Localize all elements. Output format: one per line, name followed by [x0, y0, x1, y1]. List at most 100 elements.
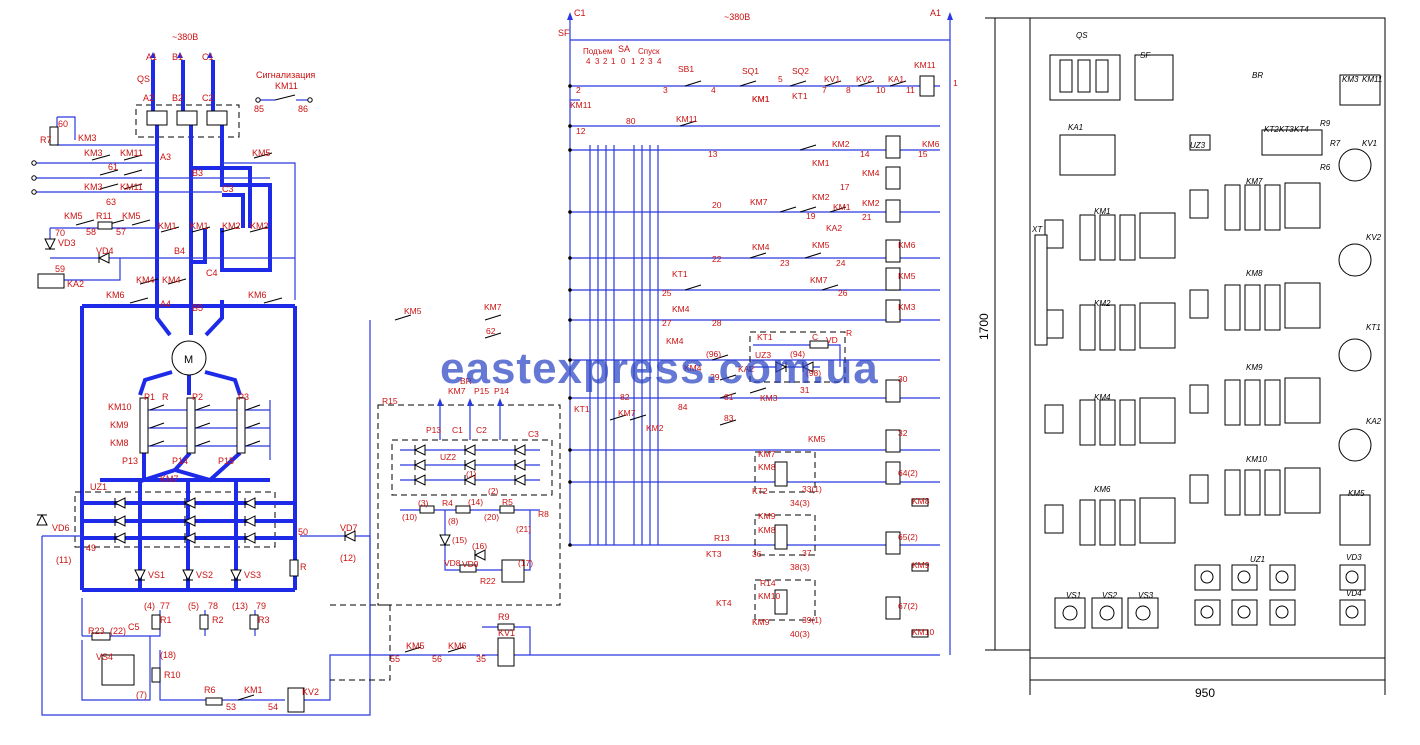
left-label: 57 [116, 227, 126, 237]
panel-label: KV2 [1366, 233, 1382, 242]
panel-label: SF [1140, 51, 1151, 60]
middle-label: (8) [448, 516, 459, 526]
middle-label: (2) [488, 486, 499, 496]
left-label: KM2 [222, 221, 241, 231]
contact-symbol [889, 80, 907, 87]
middle-label: KM1 [752, 94, 770, 104]
middle-label: KT2 [752, 486, 768, 496]
middle-label: KM5 [808, 434, 826, 444]
diode-symbol [44, 238, 56, 251]
terminal [31, 175, 37, 181]
thyristor-vs4 [501, 559, 525, 583]
contactor-pole [1244, 284, 1261, 331]
timer-coil [774, 524, 788, 550]
contactor-arc [1284, 282, 1321, 329]
middle-label: R [846, 328, 852, 338]
middle-label: KM7 [448, 386, 466, 396]
terminal-block-xt [1034, 234, 1048, 346]
middle-label: KM7 [618, 408, 636, 418]
resistor-r11 [97, 221, 113, 230]
left-label: P3 [238, 392, 249, 402]
middle-label: KM8 [912, 496, 930, 506]
diode-stud [1345, 605, 1359, 619]
panel-label: KT3 [1279, 125, 1294, 134]
middle-label: UZ2 [440, 452, 456, 462]
left-label: KM1 [158, 221, 177, 231]
panel-label: KT1 [1366, 323, 1381, 332]
signal-node: 86 [298, 104, 308, 114]
left-label: A3 [160, 152, 171, 162]
left-label: (5) [188, 601, 199, 611]
middle-label: 36 [752, 549, 762, 559]
dashed-boundary [754, 514, 816, 556]
middle-label: KM5 [812, 240, 830, 250]
panel-label: KM1 [1094, 207, 1110, 216]
resistor-stack [236, 397, 246, 454]
contact-symbol [749, 387, 767, 394]
left-label: KM5 [64, 211, 83, 221]
middle-label: 1 [953, 78, 958, 88]
contactor-pole [1224, 469, 1241, 516]
middle-label: 19 [806, 211, 816, 221]
terminal [255, 97, 261, 103]
middle-label: KT4 [716, 598, 732, 608]
middle-label: 11 [906, 85, 915, 95]
signal-contact-label: KM11 [275, 81, 298, 91]
dashed-boundary [754, 451, 816, 493]
left-label: 35 [476, 654, 486, 664]
switch-label: QS [137, 74, 150, 84]
middle-label: 23 [780, 258, 790, 268]
left-label: VS2 [196, 570, 213, 580]
phase-arrow [567, 12, 573, 20]
thyristor-stud [1135, 605, 1151, 621]
motor-label: M [184, 354, 193, 366]
left-label: KM6 [248, 290, 267, 300]
junction-dot [568, 84, 572, 88]
contactor-arc [1139, 212, 1176, 259]
middle-label: 64(2) [898, 468, 918, 478]
panel-label: KM9 [1246, 363, 1263, 372]
diode-stud [1345, 570, 1359, 584]
left-label: KM10 [108, 402, 132, 412]
contactor-pole [1224, 284, 1241, 331]
contact-symbol [91, 154, 111, 161]
left-label: B5 [192, 303, 203, 313]
middle-label: KA2 [738, 364, 754, 374]
control-wire [56, 117, 157, 146]
left-label: R9 [498, 612, 510, 622]
contact-symbol [274, 94, 296, 101]
middle-label: 4 [711, 85, 716, 95]
left-label: P14 [172, 456, 188, 466]
control-wire [81, 636, 151, 701]
power-bus [173, 451, 192, 472]
middle-label: KM11 [676, 114, 698, 124]
middle-label: (17) [518, 558, 533, 568]
middle-label: KM9 [912, 560, 930, 570]
dashed-boundary [391, 439, 553, 496]
diode-symbol [513, 474, 526, 486]
middle-label: 80 [626, 116, 636, 126]
middle-label: R8 [538, 509, 549, 519]
middle-label: KM7 [758, 449, 776, 459]
middle-label: 26 [838, 288, 848, 298]
left-label: VS4 [96, 652, 113, 662]
contactor-arc [1139, 302, 1176, 349]
middle-label: C1 [452, 425, 463, 435]
middle-label: R14 [760, 578, 776, 588]
sa-position: 0 [621, 57, 626, 66]
diode-symbol [439, 534, 451, 547]
middle-label: KM3 [898, 302, 916, 312]
middle-label: 62 [486, 326, 496, 336]
contactor-pole [1244, 469, 1261, 516]
power-bus [222, 193, 245, 228]
panel-label: KM3 [1342, 75, 1359, 84]
left-label: (11) [56, 555, 71, 565]
contact-symbol [195, 440, 211, 447]
qs-pole [1059, 59, 1073, 93]
panel-label: KA2 [1366, 417, 1382, 426]
contact-symbol [779, 206, 797, 213]
left-label: KA2 [67, 279, 84, 289]
diode-symbol [343, 530, 356, 542]
panel-label: BR [1252, 71, 1263, 80]
control-wire [304, 654, 480, 701]
